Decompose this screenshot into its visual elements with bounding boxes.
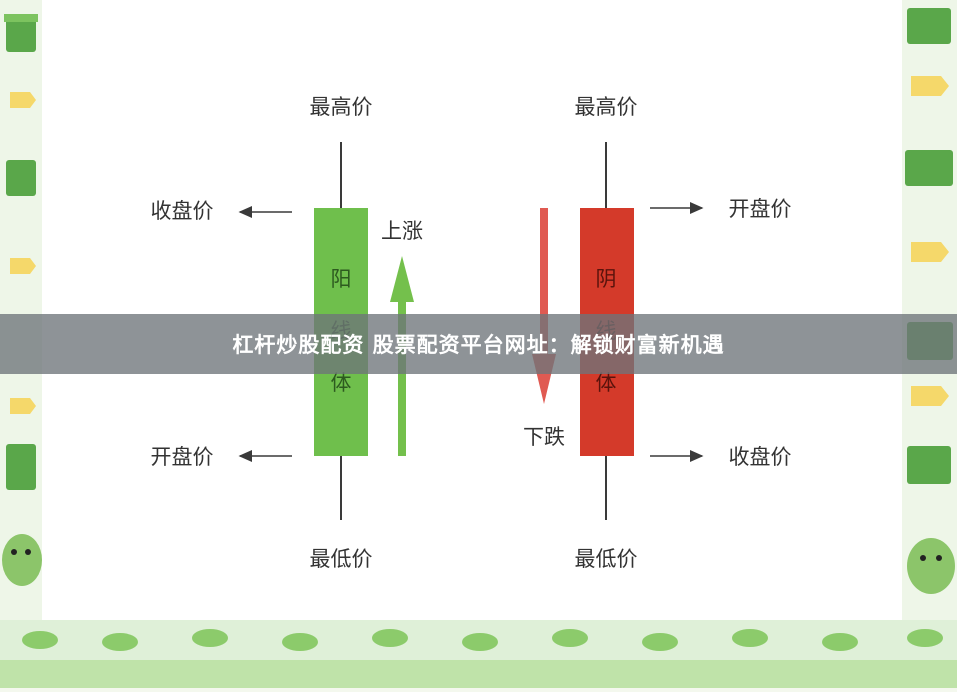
bullish-body-char-3: 体: [331, 371, 352, 395]
left-close-price-label: 收盘价: [151, 199, 214, 223]
rise-label: 上涨: [381, 219, 423, 243]
gift-icon-left-1: [6, 18, 36, 52]
right-high-price-label: 最高价: [575, 95, 638, 119]
flag-icon-right-3: [911, 386, 949, 406]
flag-icon-left-3: [10, 398, 36, 414]
gift-icon-left-3: [6, 444, 36, 490]
bearish-body-char-1: 阴: [596, 267, 617, 291]
left-low-price-label: 最低价: [310, 547, 373, 571]
flag-icon-right-1: [911, 76, 949, 96]
gift-icon-right-2: [905, 150, 953, 186]
flag-icon-right-2: [911, 242, 949, 262]
fall-arrow-shaft: [540, 208, 548, 358]
rise-arrow-shaft: [398, 298, 406, 456]
gift-icon-left-2: [6, 160, 36, 196]
left-open-price-label: 开盘价: [151, 445, 214, 469]
fall-label: 下跌: [523, 425, 565, 449]
flag-icon-left-2: [10, 258, 36, 274]
right-low-price-label: 最低价: [575, 547, 638, 571]
banner-title: 杠杆炒股配资 股票配资平台网址：解锁财富新机遇: [232, 333, 725, 357]
bullish-body-char-1: 阳: [331, 267, 352, 291]
title-banner: 杠杆炒股配资 股票配资平台网址：解锁财富新机遇: [0, 314, 957, 374]
right-open-price-label: 开盘价: [729, 197, 792, 221]
sprout-row-icon: [22, 629, 943, 651]
gift-icon-right-4: [907, 446, 951, 484]
rise-arrow-icon: [390, 256, 414, 302]
blob-character-icon-left: [2, 534, 42, 586]
diagram-canvas: [42, 0, 902, 620]
flag-icon-left-1: [10, 92, 36, 108]
blob-character-icon-right: [907, 538, 955, 594]
bearish-body-char-3: 体: [596, 371, 617, 395]
left-high-price-label: 最高价: [310, 95, 373, 119]
decorative-border-bottom: [0, 620, 957, 688]
gift-icon-right-1: [907, 8, 951, 44]
right-close-price-label: 收盘价: [729, 445, 792, 469]
